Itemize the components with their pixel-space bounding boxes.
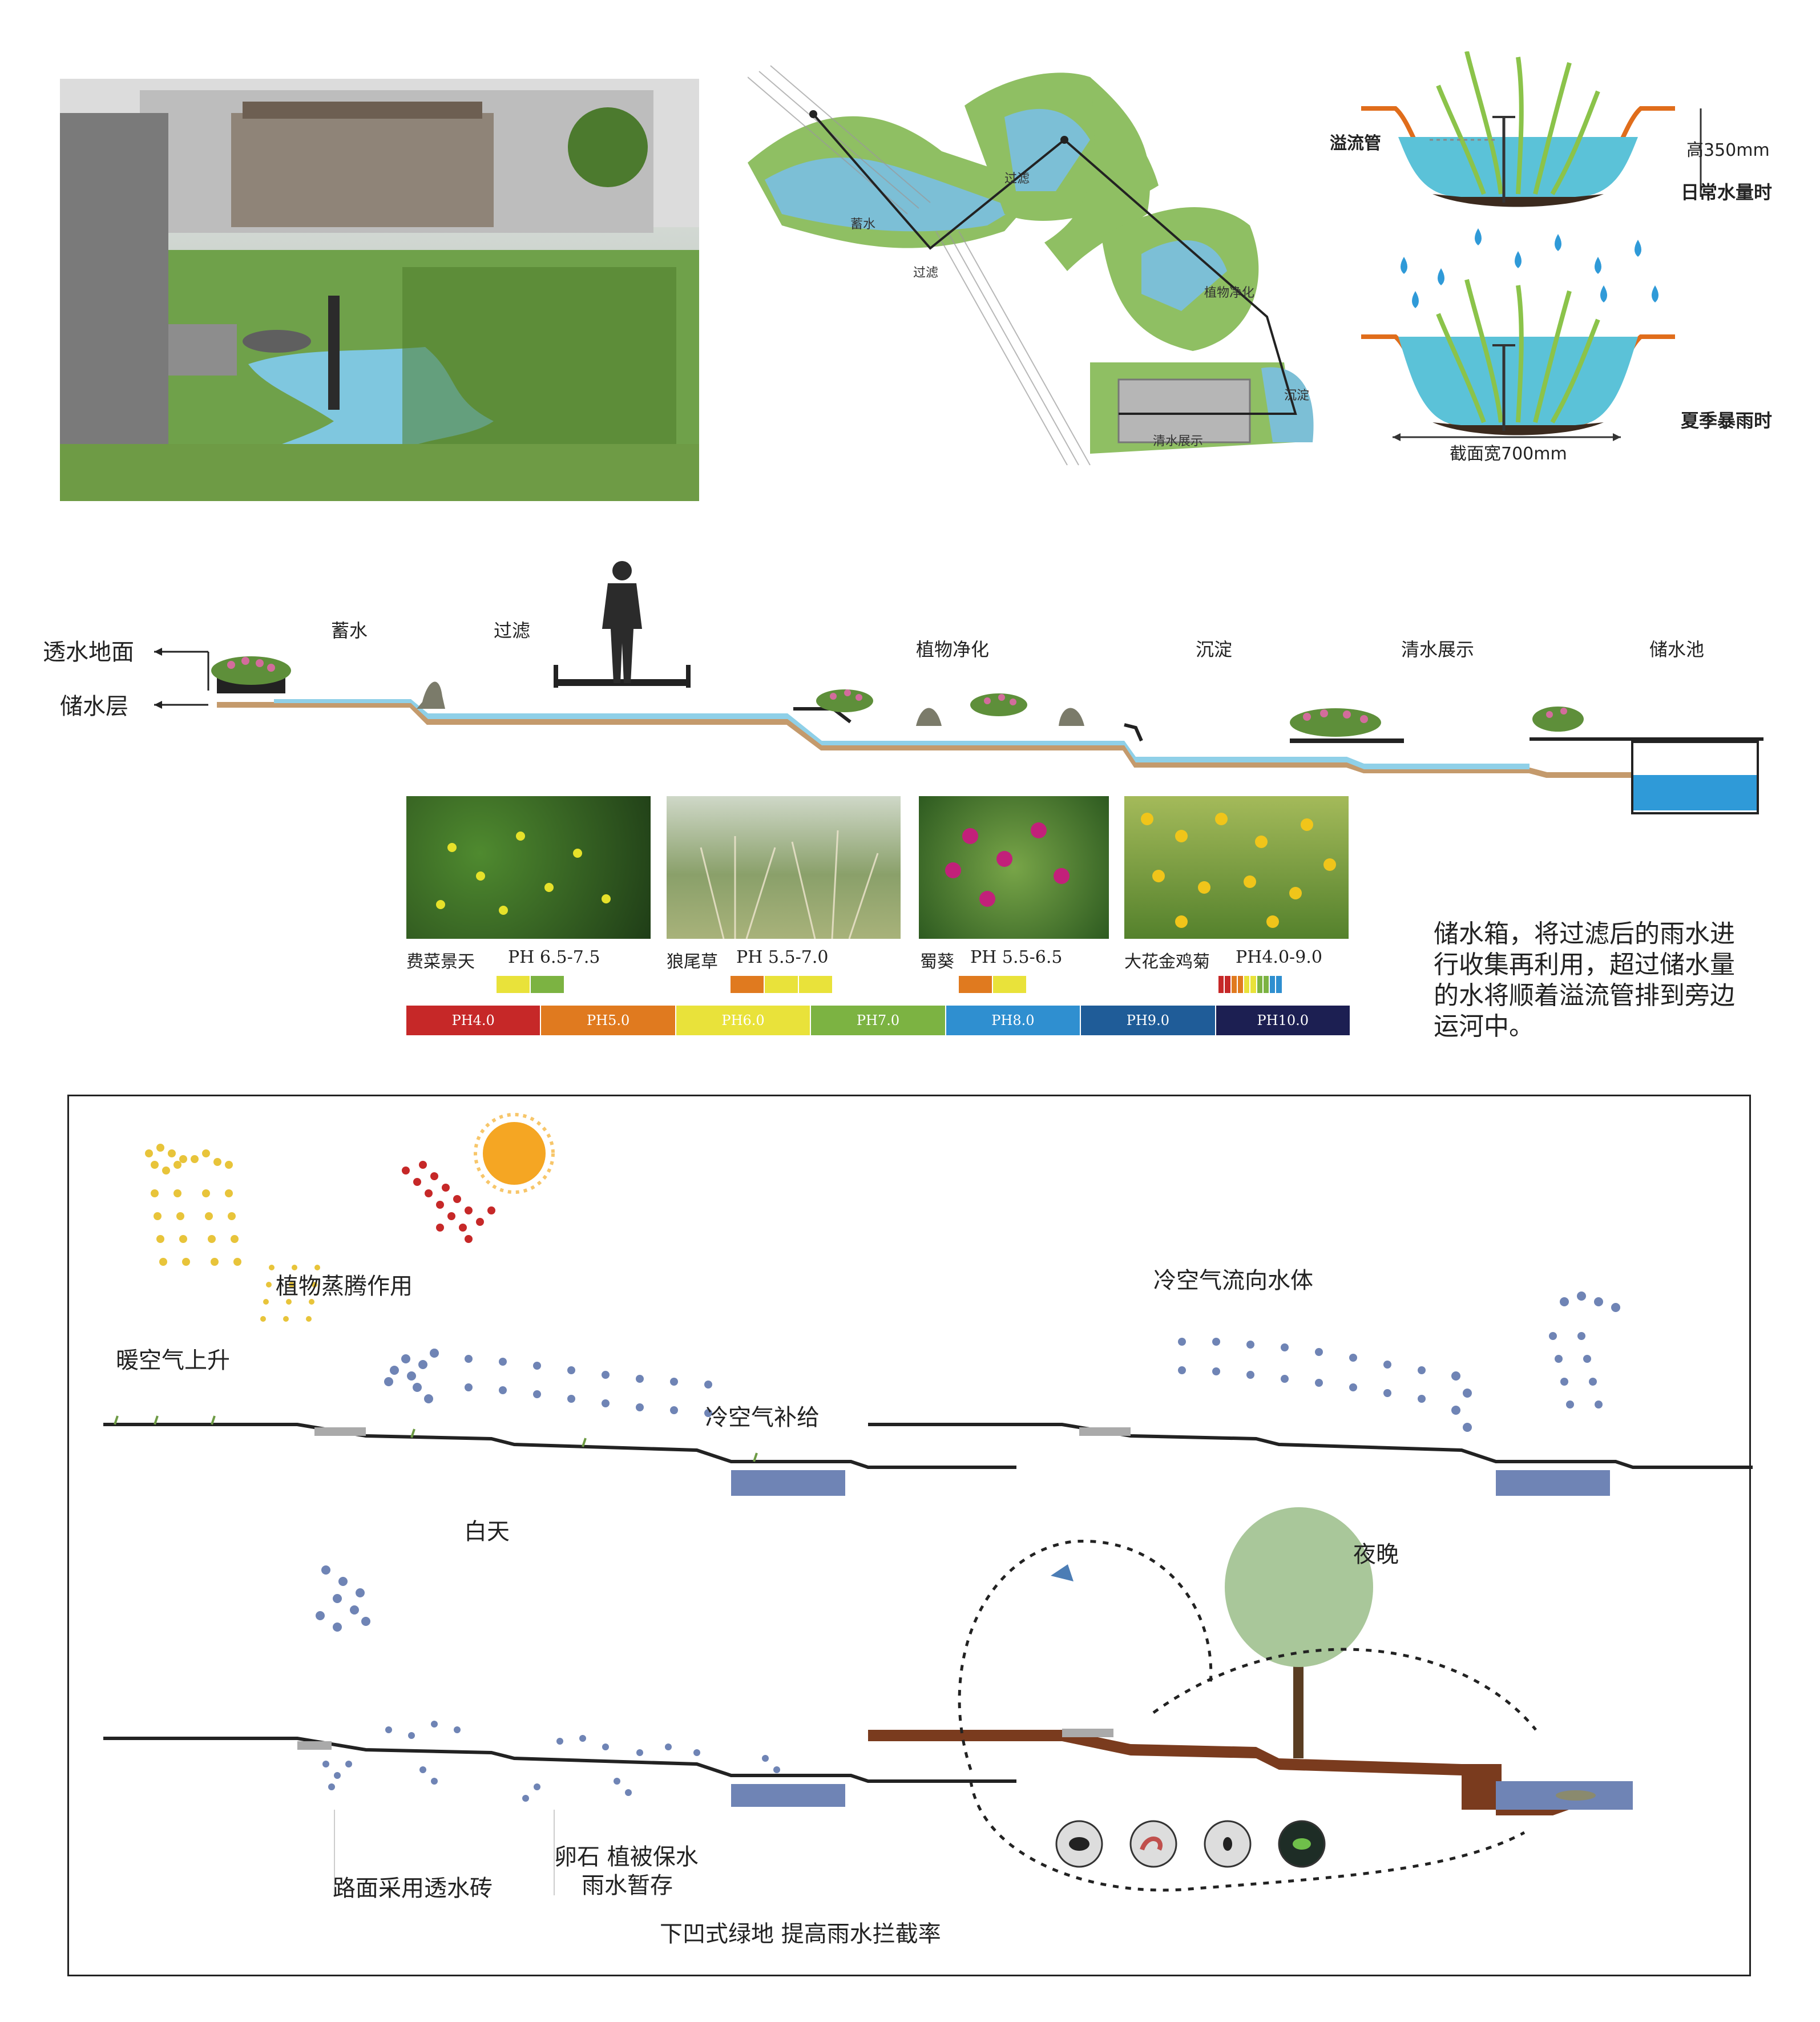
plant-name-4: 大花金鸡菊 xyxy=(1124,952,1210,972)
width-label: 截面宽700mm xyxy=(1450,444,1567,464)
plant-ph-4: PH4.0-9.0 xyxy=(1236,947,1322,967)
plant-photo-pennisetum xyxy=(667,796,901,939)
permeable-brick-label: 路面采用透水砖 xyxy=(333,1875,493,1902)
ph-range-segment xyxy=(1257,976,1262,993)
microclimate-panel: 暖空气上升 植物蒸腾作用 冷空气补给 白天 冷空气流向水体 夜晚 路面采用透水砖… xyxy=(67,1095,1781,1976)
ph-range-segment xyxy=(1237,976,1243,993)
ph-range-segment xyxy=(765,976,798,993)
storage-layer-label: 储水层 xyxy=(60,693,128,720)
plant-ph-1: PH 6.5-7.5 xyxy=(508,947,600,967)
night-label: 夜晚 xyxy=(1353,1541,1399,1568)
ph-scale-cell: PH10.0 xyxy=(1216,1006,1350,1035)
stage-settle: 沉淀 xyxy=(1196,639,1233,660)
note-line-4: 运河中。 xyxy=(1434,1012,1534,1041)
garden-scene xyxy=(60,79,699,501)
plan-label-storage: 蓄水 xyxy=(850,217,876,232)
transpiration-label: 植物蒸腾作用 xyxy=(276,1273,413,1299)
ph-range-segment xyxy=(731,976,764,993)
plan-label-display: 清水展示 xyxy=(1153,434,1204,449)
ph-range-segment xyxy=(959,976,992,993)
height-label: 高350mm xyxy=(1686,140,1770,160)
ph-scale-cell: PH8.0 xyxy=(946,1006,1080,1035)
stage-display: 清水展示 xyxy=(1401,639,1475,660)
daytime-label: 白天 xyxy=(464,1519,510,1545)
storage-note: 储水箱，将过滤后的雨水进 行收集再利用，超过储水量 的水将顺着溢流管排到旁边 运… xyxy=(1434,919,1735,1042)
site-plan: 蓄水 过滤 过滤 植物净化 沉淀 清水展示 xyxy=(748,43,1324,468)
ph-range-segment xyxy=(1270,976,1276,993)
ph-scale-cell: PH5.0 xyxy=(541,1006,675,1035)
note-line-2: 行收集再利用，超过储水量 xyxy=(1434,950,1735,979)
plant-photo-sedum xyxy=(406,796,651,939)
plant-ph-2: PH 5.5-7.0 xyxy=(736,947,829,967)
ph-range-segment xyxy=(1244,976,1250,993)
ph-range-segment xyxy=(1225,976,1230,993)
permeable-ground-label: 透水地面 xyxy=(43,639,134,665)
bioswale-diagram: 溢流管 高350mm 日常水量时 夏季暴雨时 截面宽700mm xyxy=(1330,51,1815,485)
pebble-label-2: 雨水暂存 xyxy=(582,1872,673,1899)
ph-range-segment xyxy=(799,976,832,993)
ph-range-segment xyxy=(993,976,1026,993)
stage-filter: 过滤 xyxy=(494,620,531,641)
plan-label-settle: 沉淀 xyxy=(1284,389,1310,403)
perspective-rendering xyxy=(60,79,699,501)
ph-scale-cell: PH9.0 xyxy=(1081,1006,1215,1035)
normal-state-label: 日常水量时 xyxy=(1681,181,1773,203)
plan-label-filter-2: 过滤 xyxy=(1004,172,1030,186)
water-treatment-section: 透水地面 储水层 蓄水 过滤 植物净化 沉淀 清水展示 储水池 xyxy=(34,559,1803,822)
ph-scale-cell: PH7.0 xyxy=(811,1006,945,1035)
warm-air-rise-label: 暖空气上升 xyxy=(116,1347,230,1374)
section-profile xyxy=(154,561,1763,814)
plan-label-filter: 过滤 xyxy=(913,266,939,280)
plant-ph-3: PH 5.5-6.5 xyxy=(970,947,1063,967)
ph-range-segment xyxy=(1263,976,1269,993)
cool-air-supply-label: 冷空气补给 xyxy=(705,1404,820,1431)
ph-range-segment xyxy=(1250,976,1256,993)
storm-state-label: 夏季暴雨时 xyxy=(1681,410,1773,431)
plant-name-3: 蜀葵 xyxy=(920,952,954,972)
person-silhouette xyxy=(602,561,642,683)
ph-range-segment xyxy=(1276,976,1282,993)
plant-name-2: 狼尾草 xyxy=(667,952,718,972)
ph-range-segment xyxy=(1218,976,1224,993)
overflow-pipe-label: 溢流管 xyxy=(1330,134,1381,154)
plant-name-1: 费菜景天 xyxy=(406,952,475,972)
pebble-label-1: 卵石 植被保水 xyxy=(554,1844,699,1870)
plant-photo-coreopsis xyxy=(1124,796,1349,939)
note-line-1: 储水箱，将过滤后的雨水进 xyxy=(1434,919,1735,949)
flower-planters xyxy=(211,656,1584,737)
note-line-3: 的水将顺着溢流管排到旁边 xyxy=(1434,981,1735,1010)
ph-range-segment xyxy=(1231,976,1237,993)
ph-scale-cell: PH6.0 xyxy=(676,1006,810,1035)
bioswale-sections xyxy=(1361,51,1702,441)
cool-air-to-water-label: 冷空气流向水体 xyxy=(1153,1268,1313,1294)
sunken-greenland-label: 下凹式绿地 提高雨水拦截率 xyxy=(660,1921,941,1947)
ecology-creatures xyxy=(1051,1564,1596,1868)
plan-drawing xyxy=(748,65,1314,466)
ph-range-segment xyxy=(531,976,564,993)
ph-range-segment xyxy=(497,976,530,993)
stage-tank: 储水池 xyxy=(1649,639,1705,660)
plan-label-purify: 植物净化 xyxy=(1204,286,1255,300)
stage-purify: 植物净化 xyxy=(916,639,990,660)
stage-storage: 蓄水 xyxy=(331,620,368,641)
plant-photo-hollyhock xyxy=(919,796,1109,939)
ph-scale-cell: PH4.0 xyxy=(406,1006,540,1035)
microclimate-drawing xyxy=(103,1113,1781,1895)
